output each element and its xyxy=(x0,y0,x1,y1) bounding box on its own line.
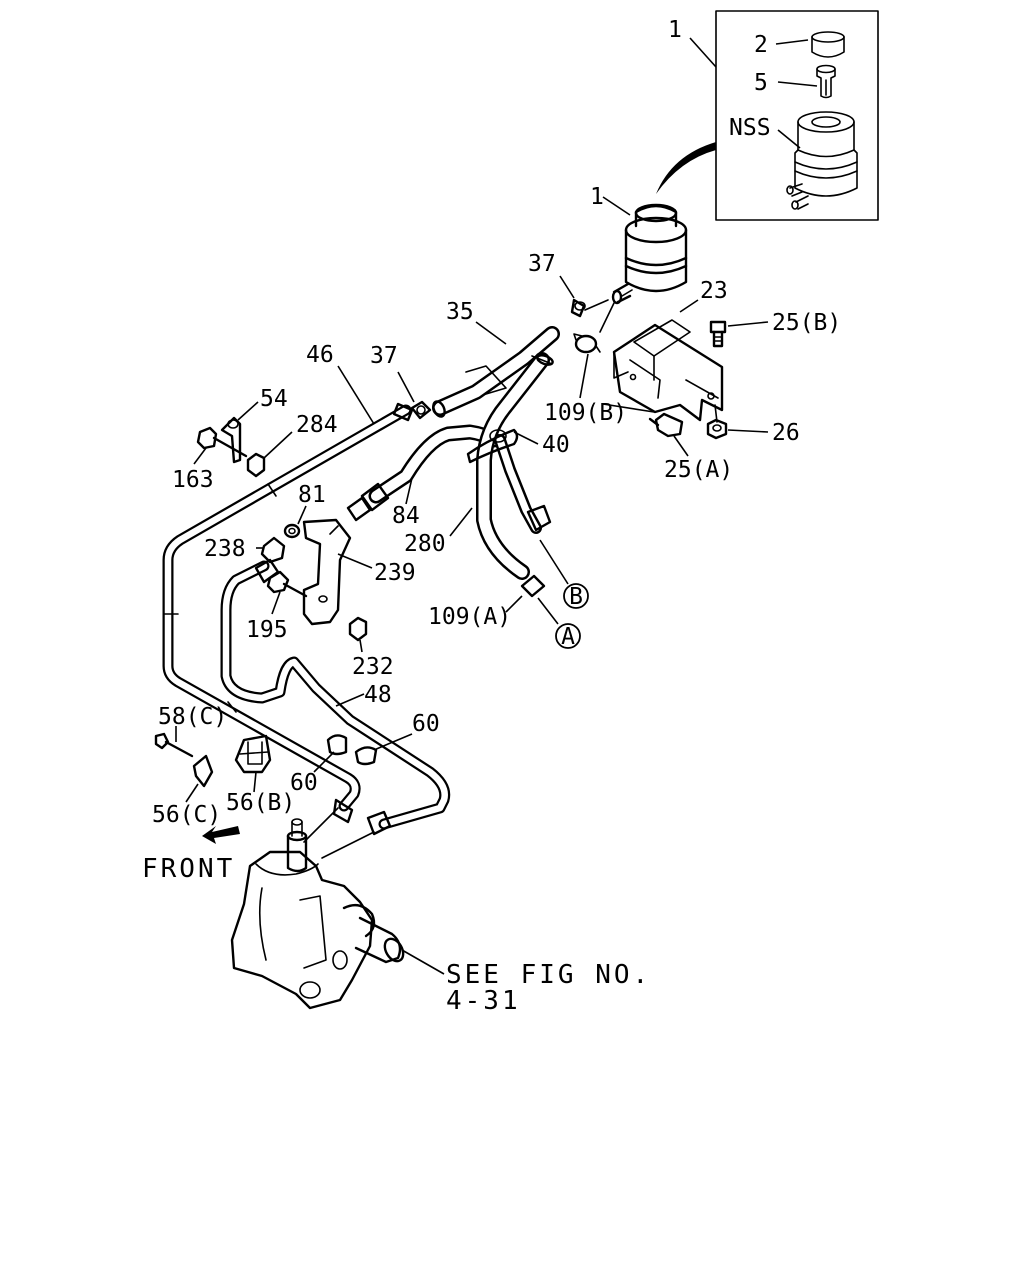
label-reservoir: 1 xyxy=(590,184,604,210)
label-bolt-195: 195 xyxy=(246,617,288,643)
label-bolt-25b: 25(B) xyxy=(772,310,841,336)
clamp-109b-drawing xyxy=(573,333,601,354)
label-fig-no: 4-31 xyxy=(446,986,521,1016)
marker-a-label: A xyxy=(561,624,575,650)
nut-26-drawing xyxy=(706,418,728,440)
clip-40-drawing xyxy=(466,428,519,464)
label-cap: 2 xyxy=(754,32,768,58)
label-bracket-54: 54 xyxy=(260,386,288,412)
hose-35-drawing xyxy=(432,326,560,418)
label-see-fig: SEE FIG NO. xyxy=(446,960,651,990)
marker-b-label: B xyxy=(569,584,583,610)
nut-232-drawing xyxy=(348,616,368,642)
label-bolt-163: 163 xyxy=(172,467,214,493)
bolt-163-drawing xyxy=(196,426,248,458)
label-nut-284: 284 xyxy=(296,412,338,438)
bracket-54-drawing xyxy=(220,416,242,464)
label-clamp-109a: 109(A) xyxy=(428,604,511,630)
clip-56b-drawing xyxy=(234,734,272,774)
label-clip-40: 40 xyxy=(542,432,570,458)
strainer-drawing xyxy=(816,64,836,99)
nut-284-drawing xyxy=(246,452,266,478)
label-bracket-23: 23 xyxy=(700,278,728,304)
label-strainer: 5 xyxy=(754,70,768,96)
part-labels: 1 2 5 NSS 1 37 23 25(B) 35 46 37 109(B) … xyxy=(142,17,841,1016)
label-fitting-238: 238 xyxy=(204,536,246,562)
label-clip-60-lower: 60 xyxy=(290,770,318,796)
bolt-25b-drawing xyxy=(709,320,727,348)
label-bracket-239: 239 xyxy=(374,560,416,586)
fitting-238-drawing xyxy=(260,536,286,564)
label-nut-232: 232 xyxy=(352,654,394,680)
clip-37-lower-drawing xyxy=(410,400,432,420)
label-clip-56c: 56(C) xyxy=(152,802,221,828)
label-bolt-25a: 25(A) xyxy=(664,457,733,483)
steering-gear-drawing xyxy=(230,807,405,1010)
inset-callout-arrow xyxy=(656,142,716,194)
label-hose-35: 35 xyxy=(446,299,474,325)
front-arrow xyxy=(202,826,240,844)
reservoir-drawing xyxy=(584,203,688,333)
clip-56c-drawing xyxy=(192,754,214,788)
label-nss: NSS xyxy=(729,115,771,141)
label-clamp-109b: 109(B) xyxy=(544,400,627,426)
label-inset-callout: 1 xyxy=(668,17,682,43)
clip-37-upper-drawing xyxy=(570,298,586,318)
bolt-25a-drawing xyxy=(648,412,684,438)
clip-60-upper-drawing xyxy=(354,746,378,766)
bolt-195-drawing xyxy=(266,570,308,598)
label-front: FRONT xyxy=(142,854,235,884)
label-clip-56b: 56(B) xyxy=(226,790,295,816)
label-clip-37-lower: 37 xyxy=(370,343,398,369)
inset-box xyxy=(656,10,879,221)
hose-280-drawing xyxy=(476,352,554,580)
clamp-109a-drawing xyxy=(520,574,546,598)
label-pipe-48: 48 xyxy=(364,682,392,708)
label-bolt-58c: 58(C) xyxy=(158,704,227,730)
washer-81-drawing xyxy=(283,523,301,539)
label-washer-81: 81 xyxy=(298,482,326,508)
clip-60-lower-drawing xyxy=(326,734,348,756)
hose-84-drawing xyxy=(346,424,502,522)
label-hose-84: 84 xyxy=(392,503,420,529)
label-clip-60-upper: 60 xyxy=(412,711,440,737)
bracket-239-drawing xyxy=(302,518,352,626)
marker-b: B xyxy=(563,583,589,610)
pipe-46-drawing xyxy=(162,402,414,824)
inset-reservoir-drawing xyxy=(786,111,858,210)
label-nut-26: 26 xyxy=(772,420,800,446)
reservoir-cap-drawing xyxy=(811,31,845,58)
bolt-58c-drawing xyxy=(154,732,194,758)
marker-a: A xyxy=(555,623,581,650)
label-clip-37-upper: 37 xyxy=(528,251,556,277)
label-hose-280: 280 xyxy=(404,531,446,557)
label-pipe-46: 46 xyxy=(306,342,334,368)
